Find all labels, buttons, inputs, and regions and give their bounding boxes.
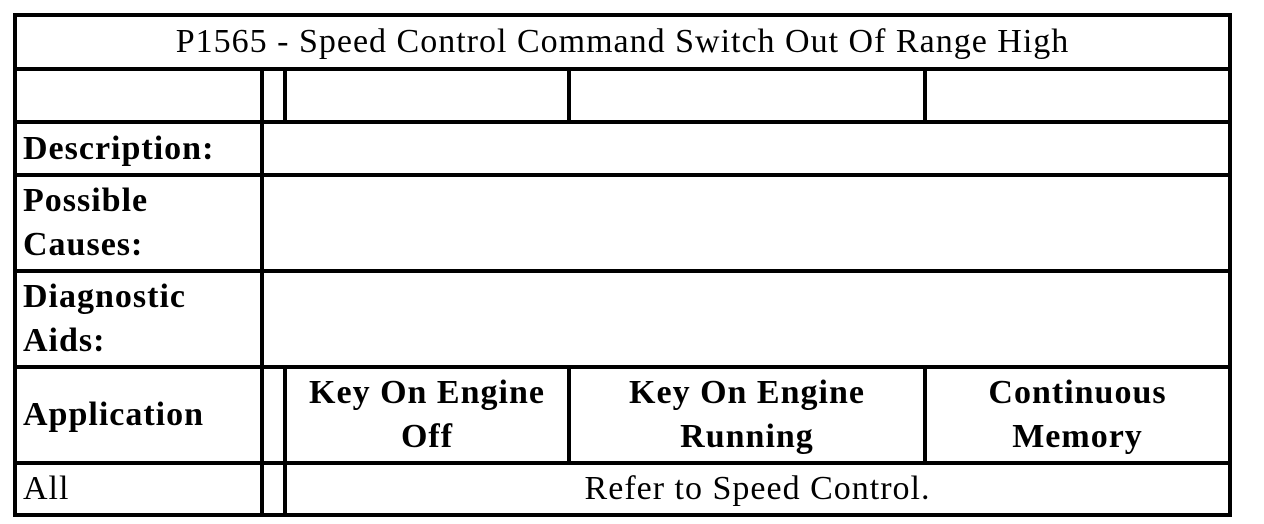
diagnostic-aids-row: Diagnostic Aids:	[13, 269, 1233, 369]
spacer-row	[13, 67, 1233, 124]
application-data-row: All Refer to Speed Control.	[13, 461, 1233, 517]
spacer-cell	[922, 67, 1233, 124]
spacer-cell	[283, 67, 571, 124]
diagnostic-aids-content	[259, 269, 1233, 369]
application-value: All	[13, 461, 264, 517]
column-header-key-on-engine-running: Key On Engine Running	[629, 374, 865, 455]
application-action-text: Refer to Speed Control.	[282, 461, 1233, 517]
application-header-label: Application	[23, 396, 205, 433]
dtc-table: P1565 - Speed Control Command Switch Out…	[12, 13, 1233, 517]
column-header-key-on-engine-off-cell: Key On Engine Off	[283, 365, 571, 465]
possible-causes-content	[259, 173, 1233, 273]
title-row: P1565 - Speed Control Command Switch Out…	[12, 13, 1233, 71]
spacer-cell	[260, 365, 287, 465]
description-row: Description:	[13, 120, 1233, 177]
column-header-key-on-engine-off: Key On Engine Off	[309, 374, 545, 455]
possible-causes-label: Possible Causes:	[23, 182, 149, 263]
description-content	[259, 120, 1233, 177]
diagnostic-aids-label: Diagnostic Aids:	[23, 278, 186, 359]
application-header-row: Application Key On Engine Off Key On Eng…	[13, 365, 1233, 465]
spacer-cell	[260, 67, 287, 124]
diagnostic-aids-label-cell: Diagnostic Aids:	[13, 269, 264, 369]
possible-causes-row: Possible Causes:	[13, 173, 1233, 273]
application-header-label-cell: Application	[13, 365, 264, 465]
dtc-code-title: P1565 - Speed Control Command Switch Out…	[12, 13, 1233, 71]
spacer-cell	[567, 67, 927, 124]
column-header-continuous-memory-cell: Continuous Memory	[922, 365, 1233, 465]
column-header-continuous-memory: Continuous Memory	[988, 374, 1167, 455]
column-header-key-on-engine-running-cell: Key On Engine Running	[567, 365, 927, 465]
possible-causes-label-cell: Possible Causes:	[13, 173, 264, 273]
description-label: Description:	[23, 129, 215, 167]
spacer-cell	[13, 67, 264, 124]
description-label-cell: Description:	[13, 120, 264, 177]
spacer-cell	[260, 461, 287, 517]
